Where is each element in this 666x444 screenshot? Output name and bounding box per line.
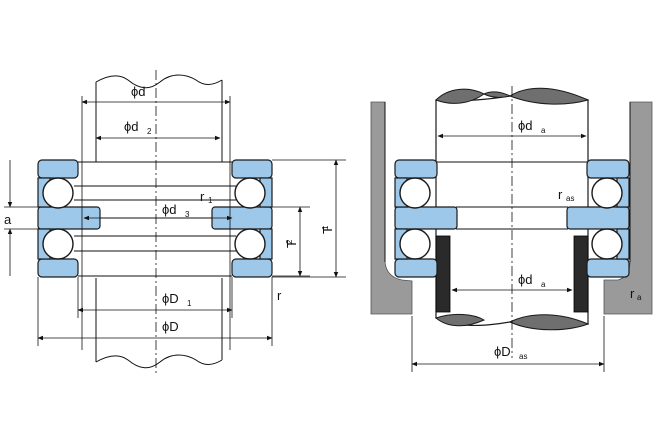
dim-d2: ϕd 2 [95,119,221,141]
label-ras-sub: as [566,194,574,203]
label-phi-da-top-sub: a [541,126,546,135]
label-phi-D1: ϕD [162,291,179,306]
label-phi-d2-sub: 2 [147,127,152,136]
label-phi-Das-sub: as [519,352,527,361]
dim-da-bottom: ϕd a [451,272,573,293]
label-T2: T [284,240,299,248]
dim-Das: ϕD as [411,316,605,372]
label-ra: r [630,286,635,301]
label-T1: T [320,226,335,234]
right-figure-mounting: ϕd a r as ϕd a ϕD as r a [370,86,653,372]
label-phi-d3: ϕd [162,202,177,217]
label-ras: r [558,187,563,202]
label-r: r [277,288,282,303]
label-phi-da-top: ϕd [518,118,533,133]
spacer-sleeve-left [435,235,451,313]
dim-da-top: ϕd a [437,118,587,139]
label-phi-D: ϕD [162,319,179,334]
label-phi-D1-sub: 1 [187,299,192,308]
label-T2-sub: 2 [285,239,294,244]
housing-left [370,101,413,315]
dim-d3: ϕd 3 [83,202,233,221]
label-ra-sub: a [637,293,642,302]
label-r1: r [200,189,205,204]
label-phi-Das: ϕD [494,344,511,359]
label-phi-da-bottom-sub: a [541,280,546,289]
spacer-sleeve-right [573,235,589,313]
dim-a: a [4,160,38,276]
dim-T2: T 2 [272,206,310,277]
left-balls [42,177,266,260]
left-figure-double-direction-thrust-bearing: ϕd ϕd 2 ϕd 3 r 1 a T [4,70,346,375]
dim-D: ϕD [37,277,273,346]
shaft-outline [95,74,223,369]
dim-d: ϕd [81,84,231,350]
label-T1-sub: 1 [321,225,330,230]
label-phi-d3-sub: 3 [185,210,190,219]
dim-D1: ϕD 1 [77,277,233,318]
dim-T1: T 1 [272,159,346,278]
label-phi-d2: ϕd [124,119,139,134]
label-phi-d: ϕd [131,84,146,99]
label-a: a [4,212,12,227]
right-balls [399,177,623,260]
label-phi-da-bottom: ϕd [518,272,533,287]
label-r1-sub: 1 [208,196,213,205]
